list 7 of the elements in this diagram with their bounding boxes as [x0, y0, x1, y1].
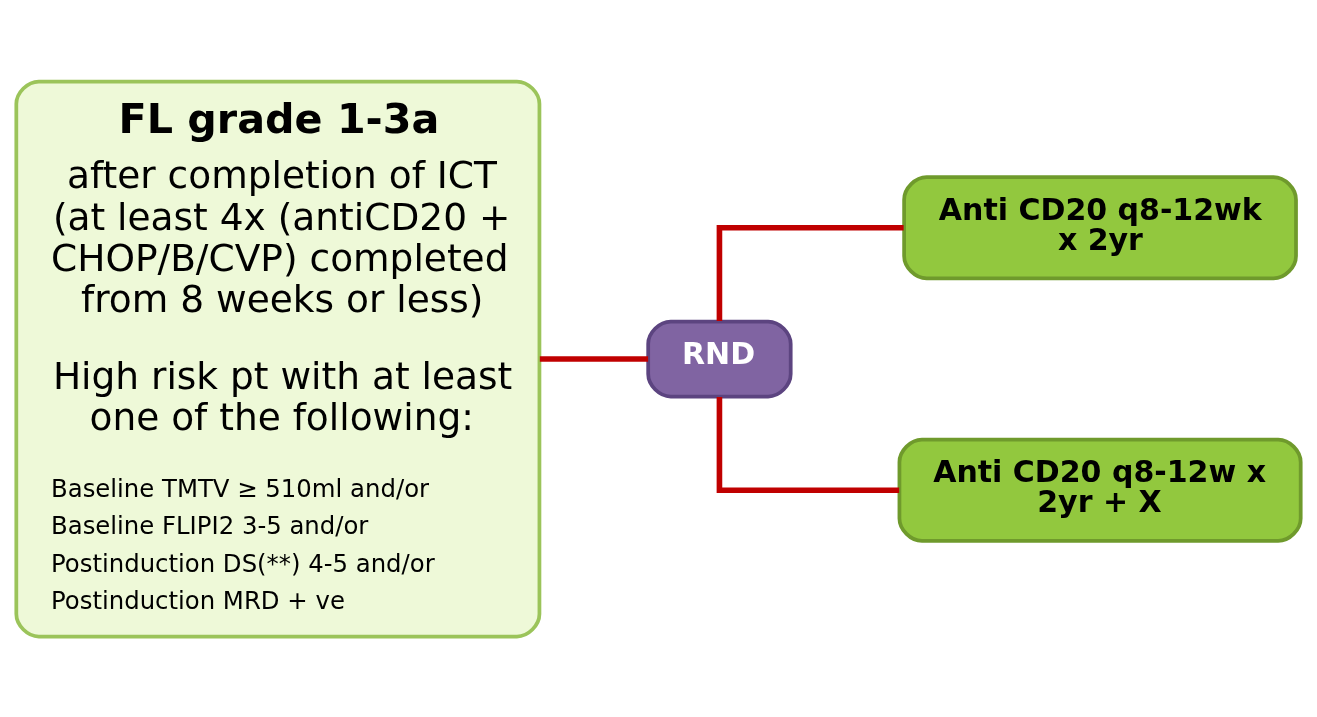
node-box: Anti CD20 q8-12wk x 2yr	[902, 174, 1298, 280]
node-box: RND	[646, 319, 793, 398]
connector	[716, 396, 900, 493]
connector	[716, 224, 904, 321]
node-box: Anti CD20 q8-12w x 2yr + X	[897, 437, 1303, 543]
connector	[539, 355, 649, 362]
node-box: FL grade 1-3a after completion of ICT (at least 4x (antiCD20 + CHOP/B/CVP) completed from 8 weeks or less) High risk pt with at least one of the following: Baseline TMTV ≥ 510ml and/or Baseline FLIPI2 3-5 and/or Postinduction DS(**) 4-5 and/or Postinduction MRD + ve	[14, 79, 542, 638]
